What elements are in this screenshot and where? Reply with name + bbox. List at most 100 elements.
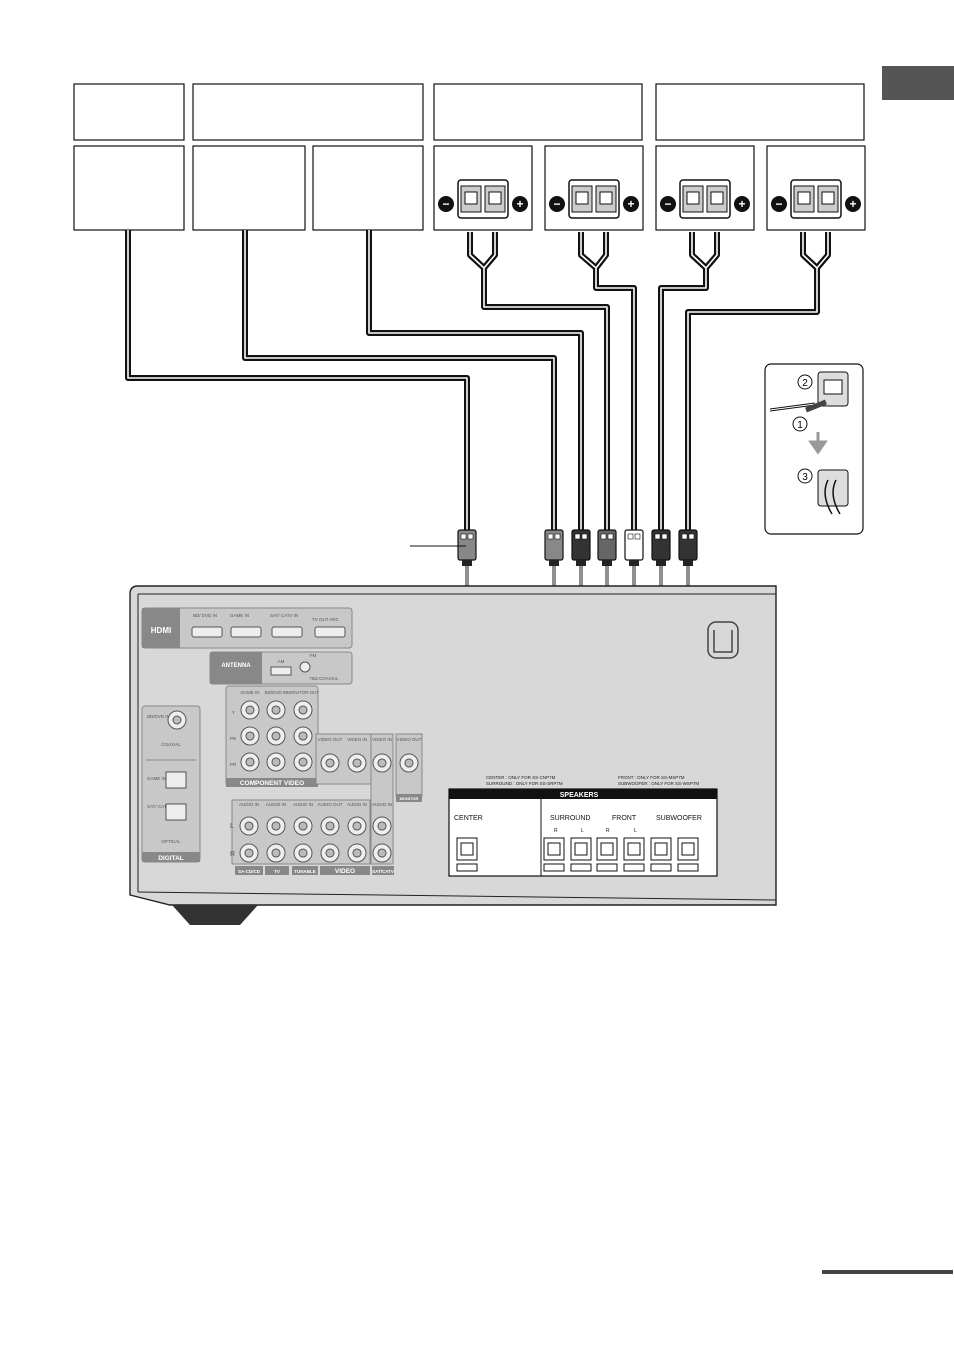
rca-jack: [372, 843, 392, 863]
audio-column-label: AUDIO IN: [266, 802, 286, 807]
svg-text:VIDEO IN: VIDEO IN: [347, 737, 367, 742]
svg-text:PB: PB: [230, 736, 236, 741]
plus-sign: +: [849, 197, 856, 211]
continued-rule: [822, 1270, 953, 1274]
step-3-marker: 3: [797, 468, 813, 484]
svg-text:TV: TV: [274, 869, 280, 874]
speaker-terminal-block: −+: [438, 179, 528, 219]
cable-front-r: [467, 232, 610, 530]
antenna-section: ANTENNA AM FM 75Ω COAXIAL: [209, 651, 353, 685]
rca-jack: [266, 843, 286, 863]
audio-column-label: AUDIO IN: [239, 802, 259, 807]
audio-column-label: AUDIO IN: [293, 802, 313, 807]
arrow-down-icon: [808, 432, 828, 455]
plus-terminal-icon: [623, 196, 639, 212]
speaker-terminal-block: −+: [771, 179, 861, 219]
svg-text:L: L: [581, 828, 584, 834]
plus-terminal-icon: [512, 196, 528, 212]
plus-terminal-icon: [845, 196, 861, 212]
rca-jack: [347, 753, 367, 773]
svg-text:OPTICAL: OPTICAL: [161, 839, 181, 844]
speaker-jack: [596, 837, 618, 872]
rca-jack: [320, 843, 340, 863]
heading-box-subwoofer: [655, 83, 865, 141]
svg-text:L: L: [230, 823, 234, 830]
svg-text:SAT/ CATV IN: SAT/ CATV IN: [270, 613, 298, 618]
svg-text:VIDEO IN: VIDEO IN: [372, 737, 392, 742]
speaker-plug: [624, 529, 644, 566]
digital-section: BD/DVD IN COAXIAL GAME IN SAT/ CATV IN O…: [141, 705, 201, 863]
audio-group-label: SA-CD/CD: [235, 866, 263, 875]
speaker-terminal-block: −+: [549, 179, 639, 219]
svg-text:75Ω COAXIAL: 75Ω COAXIAL: [309, 676, 339, 681]
speaker-jack: [570, 837, 592, 872]
svg-text:TUNABLE: TUNABLE: [294, 869, 316, 874]
rca-jack: [239, 816, 259, 836]
connection-inset: 2 1 3: [764, 363, 864, 535]
hdmi-port: [314, 626, 346, 638]
speaker-jack: [677, 837, 699, 872]
speaker-terminals: −+−+−+−+: [438, 179, 861, 219]
svg-text:R: R: [606, 828, 610, 834]
svg-text:SURROUND: SURROUND: [550, 815, 590, 822]
svg-text:SAT/CATV: SAT/CATV: [372, 869, 394, 874]
minus-terminal-icon: [660, 196, 676, 212]
heading-box-center: [73, 83, 185, 141]
rca-jack: [266, 700, 286, 720]
svg-text:MONITOR: MONITOR: [400, 796, 419, 801]
hdmi-port: [230, 626, 262, 638]
svg-text:R: R: [554, 828, 558, 834]
audio-column-label: AUDIO OUT: [317, 802, 342, 807]
audio-group-label: SAT/CATV: [372, 866, 394, 875]
audio-group-label: TV: [265, 866, 289, 875]
speaker-box-surround-r: [192, 145, 306, 231]
rca-jack: [266, 726, 286, 746]
minus-sign: −: [775, 197, 782, 211]
receiver-foot: [172, 905, 258, 925]
rca-jack: [372, 753, 392, 773]
minus-terminal-icon: [549, 196, 565, 212]
svg-text:BD/DVD IN: BD/DVD IN: [265, 690, 288, 695]
speaker-jack: [623, 837, 645, 872]
minus-sign: −: [664, 197, 671, 211]
rca-jack: [239, 843, 259, 863]
rca-jack: [347, 816, 367, 836]
svg-text:R: R: [230, 851, 235, 858]
rca-jack: [240, 726, 260, 746]
svg-text:SPEAKERS: SPEAKERS: [560, 792, 599, 799]
step-1-marker: 1: [792, 416, 808, 432]
speaker-terminal-block: −+: [660, 179, 750, 219]
step-2-marker: 2: [797, 374, 813, 390]
svg-text:SUBWOOFER: SUBWOOFER: [656, 815, 702, 822]
cable-clamp-icon: [707, 621, 739, 659]
svg-text:HDMI: HDMI: [151, 626, 171, 635]
svg-text:FRONT: FRONT: [612, 815, 637, 822]
speaker-jack: [650, 837, 672, 872]
svg-text:GAME IN: GAME IN: [147, 776, 166, 781]
minus-sign: −: [442, 197, 449, 211]
rca-jack: [372, 816, 392, 836]
svg-text:FRONT : ONLY FOR SS-MSP7M: FRONT : ONLY FOR SS-MSP7M: [618, 775, 685, 780]
speaker-jack: [543, 837, 565, 872]
svg-text:SUBWOOFER : ONLY FOR SS-WSP7M: SUBWOOFER : ONLY FOR SS-WSP7M: [618, 781, 699, 786]
svg-text:MONITOR OUT: MONITOR OUT: [287, 690, 319, 695]
speaker-boxes: [73, 145, 866, 231]
svg-text:GAME IN: GAME IN: [230, 613, 249, 618]
speaker-jack: [456, 837, 478, 872]
svg-text:TV OUT ARC: TV OUT ARC: [312, 617, 340, 622]
svg-text:2: 2: [802, 378, 808, 389]
svg-text:3: 3: [802, 472, 808, 483]
svg-text:VIDEO: VIDEO: [335, 868, 355, 875]
svg-text:VIDEO OUT: VIDEO OUT: [318, 737, 343, 742]
hdmi-port: [191, 626, 223, 638]
svg-text:ANTENNA: ANTENNA: [221, 663, 251, 669]
svg-text:SURROUND : ONLY FOR SS-SRP7M: SURROUND : ONLY FOR SS-SRP7M: [486, 781, 563, 786]
rca-jack: [240, 752, 260, 772]
svg-text:SAT/ CATV IN: SAT/ CATV IN: [147, 804, 175, 809]
speaker-cables: [125, 230, 831, 530]
rca-jack: [293, 700, 313, 720]
plus-sign: +: [627, 197, 634, 211]
rca-jack: [293, 816, 313, 836]
